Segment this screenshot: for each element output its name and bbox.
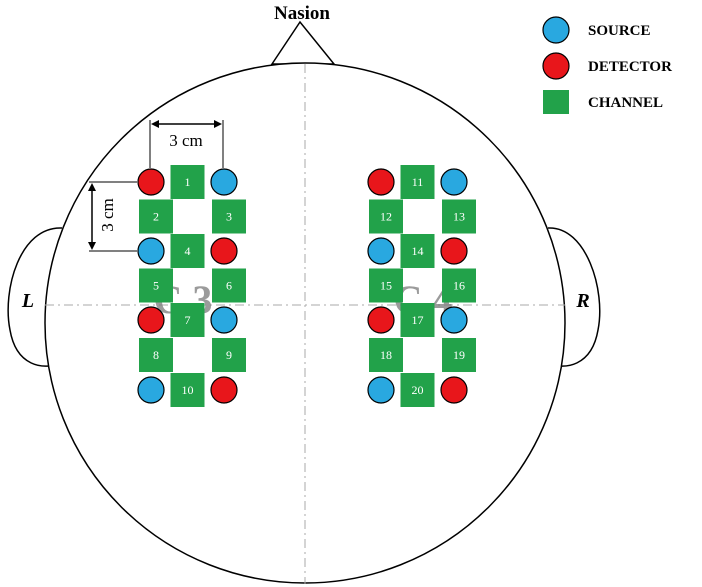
- channel-number: 15: [380, 279, 392, 293]
- legend-item-source: SOURCE: [542, 16, 651, 44]
- detector-optode: [367, 168, 395, 196]
- channel-9: 9: [212, 338, 246, 372]
- legend-item-detector: DETECTOR: [542, 52, 672, 80]
- nose-shape: [270, 20, 336, 65]
- channel-number: 7: [185, 313, 191, 327]
- source-optode: [440, 306, 468, 334]
- channel-5: 5: [139, 268, 173, 303]
- channel-18: 18: [369, 338, 403, 372]
- dimension-vertical-label: 3 cm: [98, 198, 117, 232]
- detector-optode: [210, 376, 238, 404]
- channel-1: 1: [170, 165, 205, 199]
- channel-4: 4: [170, 234, 205, 268]
- detector-optode: [367, 306, 395, 334]
- source-optode: [137, 237, 165, 265]
- channel-square: [369, 199, 403, 234]
- channel-square: [369, 268, 403, 303]
- channel-2: 2: [139, 199, 173, 234]
- optode-layer: [137, 168, 468, 404]
- channel-number: 12: [380, 210, 392, 224]
- detector-optode: [137, 168, 165, 196]
- channel-number: 13: [453, 210, 465, 224]
- channel-20: 20: [400, 373, 435, 407]
- channel-number: 17: [412, 313, 424, 327]
- channel-square: [400, 165, 435, 199]
- channel-square: [212, 199, 246, 234]
- channel-11: 11: [400, 165, 435, 199]
- source-optode: [440, 168, 468, 196]
- channel-number: 14: [412, 244, 424, 258]
- detector-optode: [440, 376, 468, 404]
- detector-optode: [440, 237, 468, 265]
- source-optode: [210, 168, 238, 196]
- legend-label: SOURCE: [588, 23, 651, 39]
- channel-3: 3: [212, 199, 246, 234]
- channel-7: 7: [170, 303, 205, 337]
- channel-number: 20: [412, 383, 424, 397]
- channel-square: [400, 234, 435, 268]
- nasion-label: Nasion: [274, 3, 330, 24]
- channel-square: [442, 268, 476, 303]
- channel-square: [442, 338, 476, 372]
- channel-square: [139, 268, 173, 303]
- channel-16: 16: [442, 268, 476, 303]
- channel-square: [212, 338, 246, 372]
- channel-number: 6: [226, 279, 232, 293]
- channel-14: 14: [400, 234, 435, 268]
- channel-number: 2: [153, 210, 159, 224]
- channel-number: 8: [153, 348, 159, 362]
- channel-number: 3: [226, 210, 232, 224]
- channel-15: 15: [369, 268, 403, 303]
- channel-number: 10: [182, 383, 194, 397]
- channel-17: 17: [400, 303, 435, 337]
- channel-square: [139, 338, 173, 372]
- legend: SOURCE DETECTOR CHANNEL: [542, 16, 672, 114]
- channel-6: 6: [212, 268, 246, 303]
- channel-19: 19: [442, 338, 476, 372]
- channel-number: 16: [453, 279, 465, 293]
- channel-number: 11: [412, 175, 424, 189]
- legend-label: CHANNEL: [588, 95, 663, 111]
- channel-square: [139, 199, 173, 234]
- channel-10: 10: [170, 373, 205, 407]
- detector-optode: [137, 306, 165, 334]
- channel-square: [369, 338, 403, 372]
- source-optode: [137, 376, 165, 404]
- source-optode: [210, 306, 238, 334]
- legend-item-channel: CHANNEL: [543, 90, 663, 114]
- legend-swatch: [542, 52, 570, 80]
- channel-square: [442, 199, 476, 234]
- legend-swatch: [543, 90, 569, 114]
- channel-square: [170, 373, 205, 407]
- channel-square: [170, 303, 205, 337]
- channel-12: 12: [369, 199, 403, 234]
- channel-square: [170, 234, 205, 268]
- legend-swatch: [542, 16, 570, 44]
- dimension-horizontal-label: 3 cm: [169, 131, 203, 150]
- left-label: L: [21, 290, 34, 312]
- detector-optode: [210, 237, 238, 265]
- source-optode: [367, 376, 395, 404]
- channel-number: 18: [380, 348, 392, 362]
- dimension-horizontal: 3 cm: [149, 120, 224, 168]
- legend-label: DETECTOR: [588, 59, 672, 75]
- channel-square: [212, 268, 246, 303]
- channel-number: 5: [153, 279, 159, 293]
- channel-number: 1: [185, 175, 191, 189]
- channel-number: 9: [226, 348, 232, 362]
- channel-square: [400, 303, 435, 337]
- channel-8: 8: [139, 338, 173, 372]
- channel-square: [170, 165, 205, 199]
- channel-number: 4: [185, 244, 191, 258]
- channel-number: 19: [453, 348, 465, 362]
- right-label: R: [575, 290, 589, 312]
- channel-square: [400, 373, 435, 407]
- channel-13: 13: [442, 199, 476, 234]
- dimension-vertical: 3 cm: [88, 181, 137, 252]
- source-optode: [367, 237, 395, 265]
